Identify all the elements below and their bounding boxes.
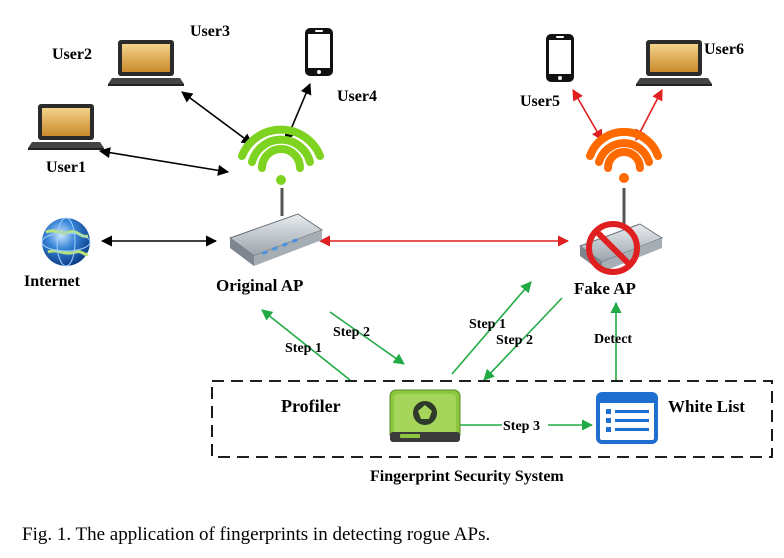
profiler-icon	[389, 389, 461, 442]
user2-laptop-icon	[108, 40, 184, 86]
user2-label: User2	[52, 46, 92, 63]
link-user5-fake-ap	[572, 89, 603, 141]
step1-right-label: Step 1	[469, 317, 506, 332]
profiler-label: Profiler	[281, 396, 341, 416]
white-list-icon	[596, 392, 658, 444]
internet-globe-icon	[41, 217, 91, 267]
user6-label: User6	[704, 41, 744, 58]
arrow-step1-left	[261, 309, 351, 381]
user4-phone-icon	[305, 28, 333, 76]
user5-label: User5	[520, 93, 560, 110]
user1-laptop-icon	[28, 104, 104, 150]
arrow-step2-right	[483, 297, 563, 381]
internet-label: Internet	[24, 273, 81, 290]
step1-left-label: Step 1	[285, 341, 322, 356]
figure-caption: Fig. 1. The application of fingerprints …	[22, 524, 490, 545]
prohibited-icon	[586, 221, 640, 275]
step2-right-label: Step 2	[496, 333, 533, 348]
system-label: Fingerprint Security System	[370, 468, 564, 485]
arrow-step2-left	[329, 311, 405, 365]
step2-left-label: Step 2	[333, 325, 370, 340]
detect-label: Detect	[594, 332, 632, 347]
fake-ap-wifi-icon	[586, 127, 662, 183]
link-user1-original-ap	[98, 147, 230, 176]
step3-label: Step 3	[503, 419, 540, 434]
original-ap-label: Original AP	[216, 276, 303, 295]
original-ap-wifi-icon	[238, 125, 324, 185]
user5-phone-icon	[546, 34, 574, 82]
original-ap-router-icon	[228, 188, 324, 266]
link-user2-original-ap	[181, 91, 253, 145]
arrow-step1-right	[451, 281, 532, 375]
user6-laptop-icon	[636, 40, 712, 86]
user3-label: User3	[190, 23, 230, 40]
white-list-label: White List	[668, 397, 745, 416]
fake-ap-label: Fake AP	[574, 279, 636, 298]
user1-label: User1	[46, 159, 86, 176]
fingerprint-security-system-box	[211, 380, 773, 458]
user4-label: User4	[337, 88, 377, 105]
